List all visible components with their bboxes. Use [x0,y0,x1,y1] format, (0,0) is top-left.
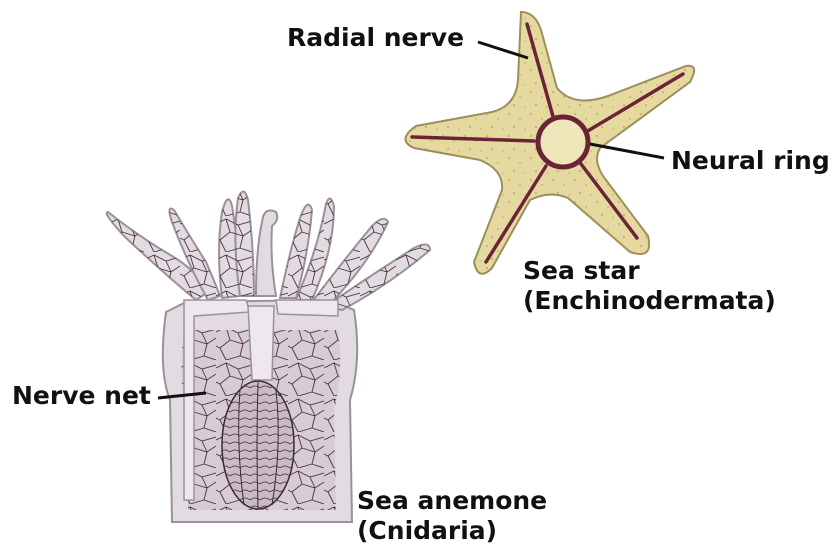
label-sea-anemone: Sea anemone [357,486,547,516]
label-sea-star-phylum: (Enchinodermata) [523,286,776,316]
label-neural-ring: Neural ring [671,146,830,176]
leader-neural-ring [590,144,664,158]
sea-star-neural-ring [538,117,588,167]
label-sea-anemone-phylum: (Cnidaria) [357,516,497,546]
label-nerve-net: Nerve net [12,381,151,411]
sea-anemone-pharynx [248,306,274,380]
sea-anemone [107,191,430,522]
label-sea-star: Sea star [523,256,640,286]
label-radial-nerve: Radial nerve [287,23,464,53]
